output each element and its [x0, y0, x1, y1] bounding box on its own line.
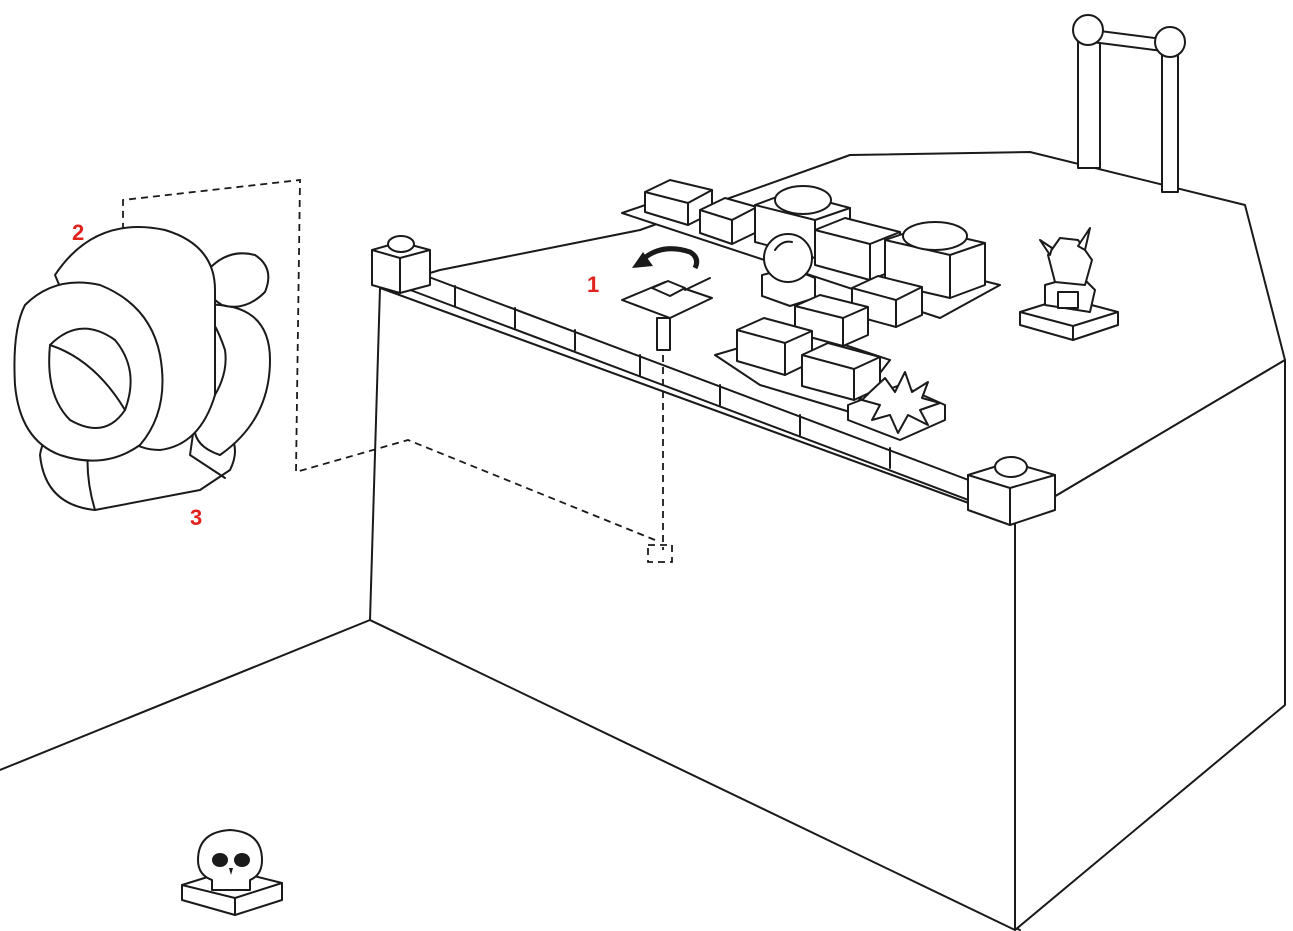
gate-frame — [1073, 15, 1185, 192]
vine-creature — [14, 227, 270, 510]
corner-post-left — [372, 236, 430, 293]
callout-1: 1 — [587, 272, 599, 297]
crystal-ball — [762, 234, 815, 306]
skull-icon — [182, 830, 282, 915]
callout-3: 3 — [190, 505, 202, 530]
callout-2: 2 — [72, 220, 84, 245]
